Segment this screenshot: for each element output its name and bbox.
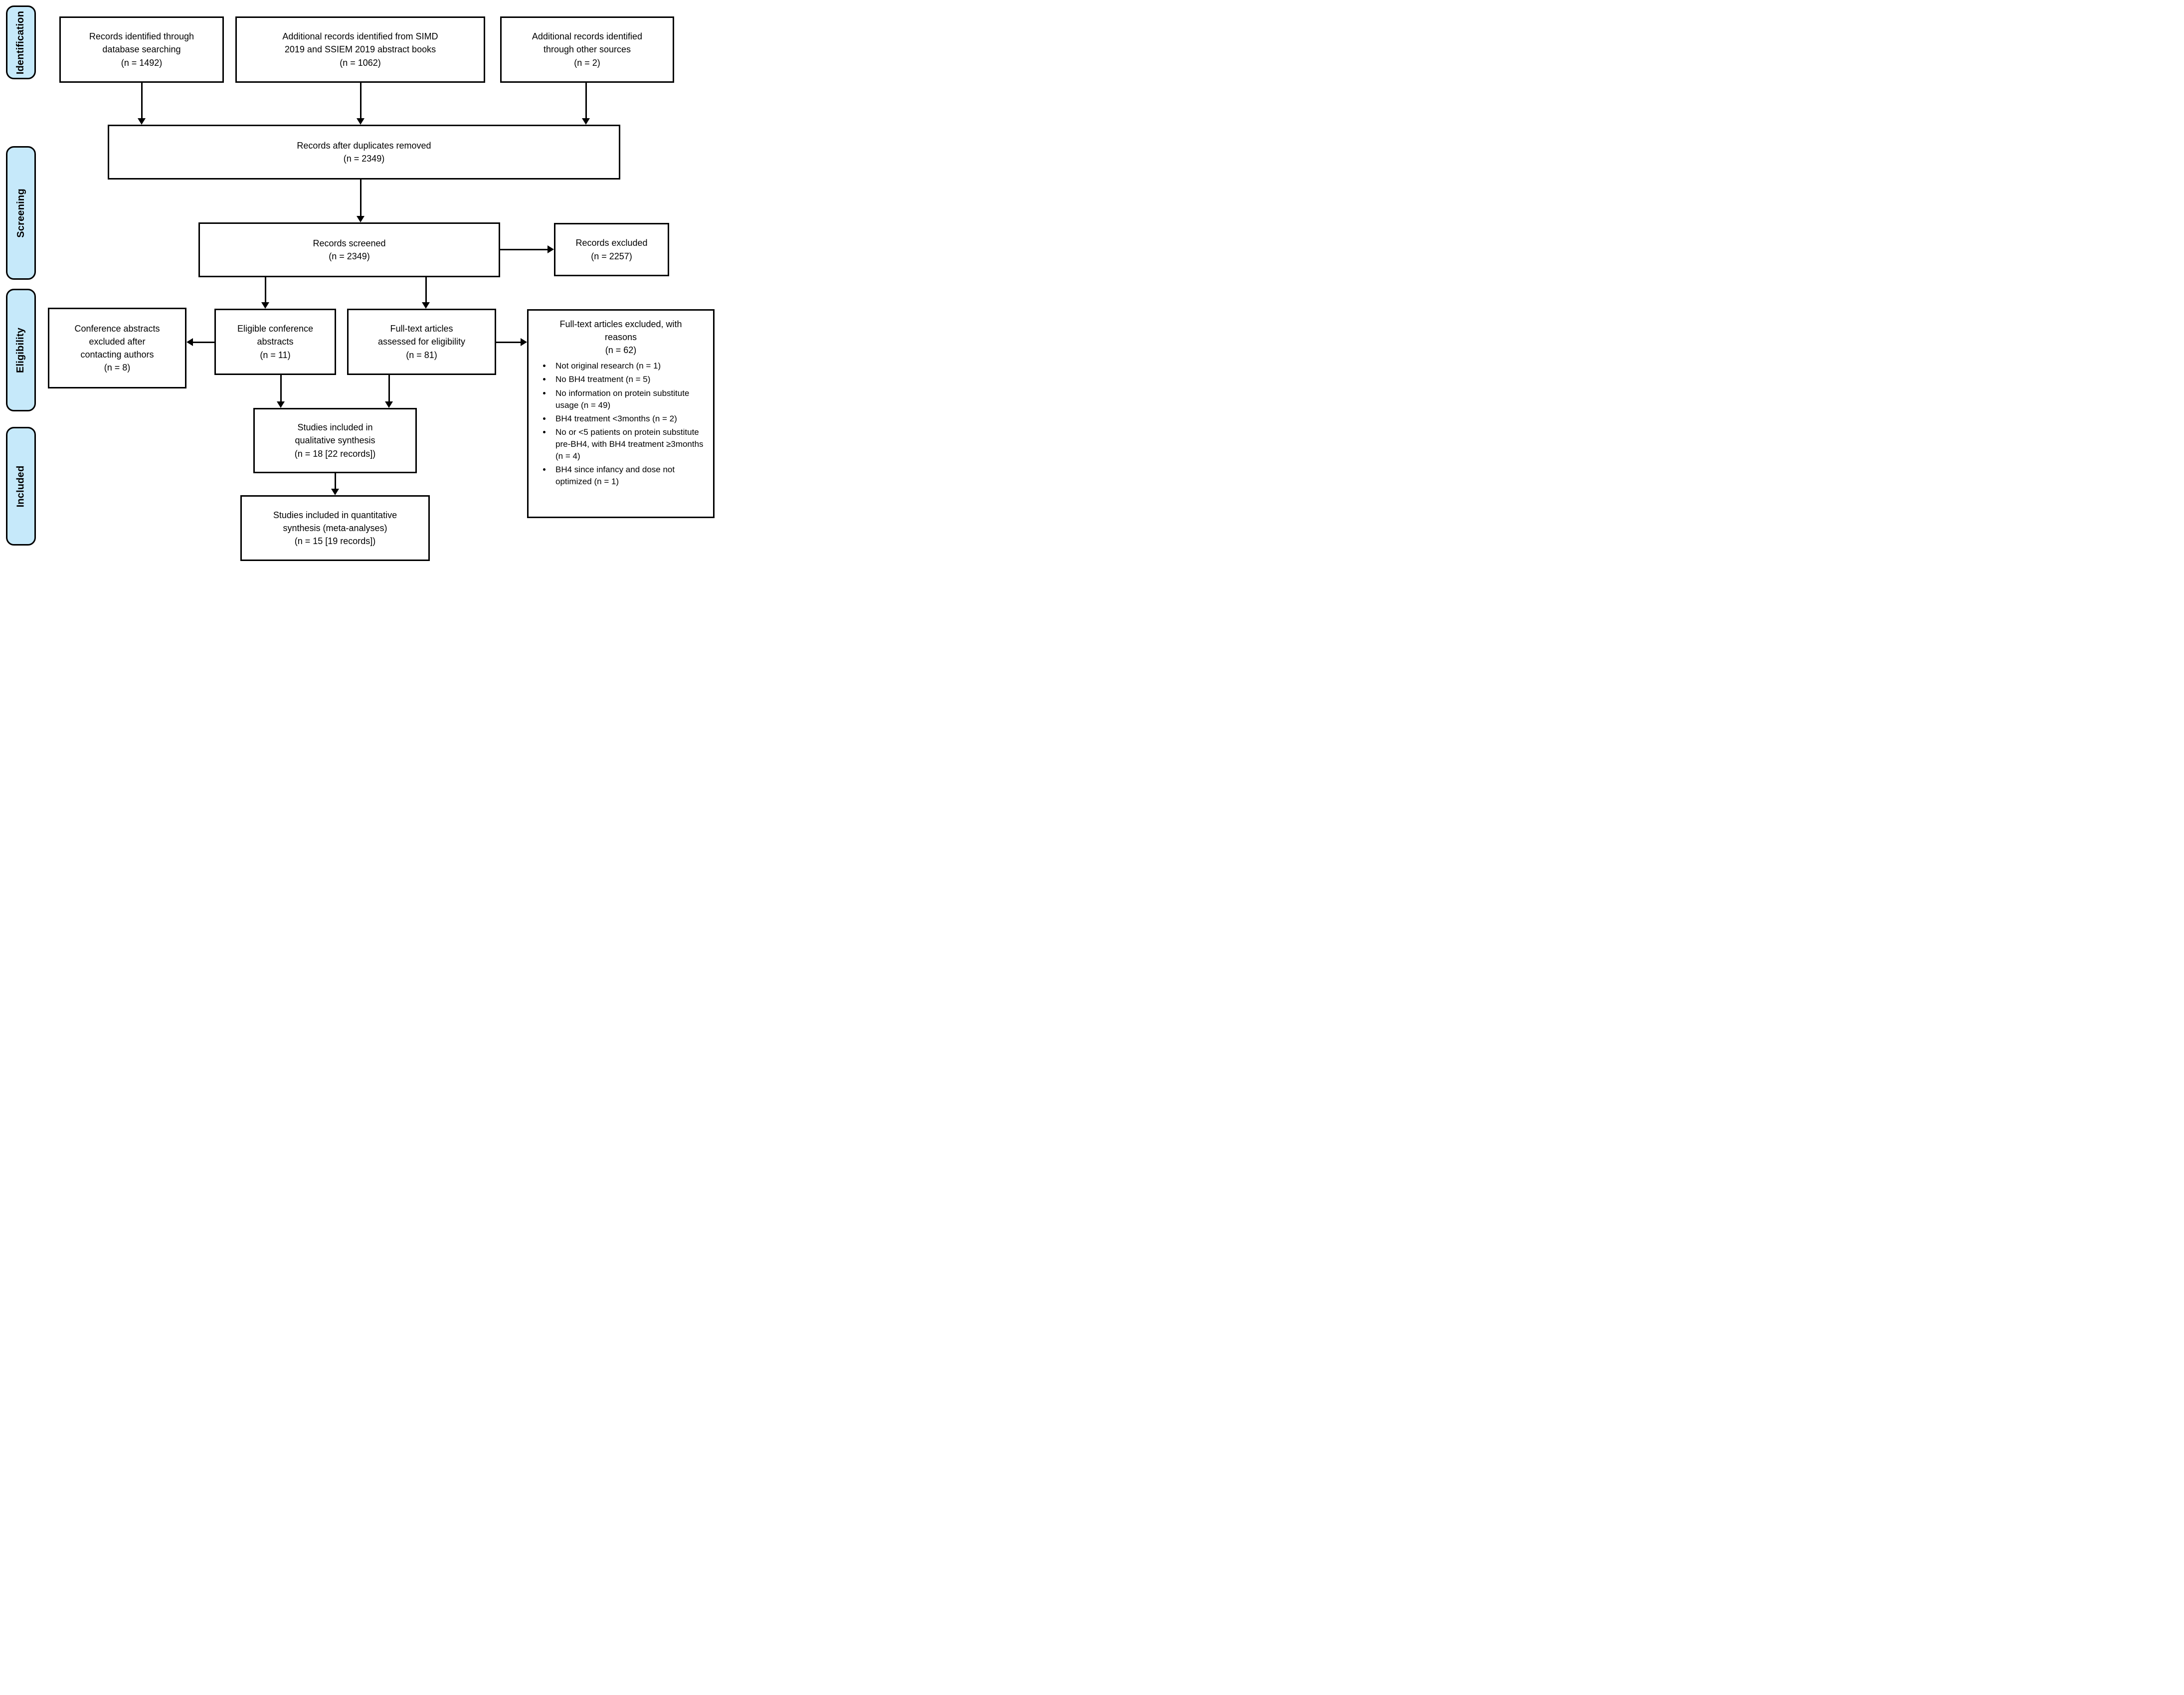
arrow-fulltext-to-ftexcluded-line [496, 342, 521, 343]
box-duplicates-removed-label: Records after duplicates removed [297, 140, 431, 151]
box-eligible-conference-abstracts-label: Eligible conference abstracts [237, 324, 314, 347]
box-conference-abstracts-excluded: Conference abstracts excluded after cont… [48, 308, 186, 388]
box-records-excluded: Records excluded (n = 2257) [554, 223, 669, 276]
stage-included-label: Included [15, 465, 26, 507]
stage-eligibility-label: Eligibility [15, 327, 26, 373]
arrow-qualitative-to-quantitative-line [335, 473, 336, 489]
exclusion-reason-item: Not original research (n = 1) [551, 360, 706, 372]
arrow-simd-to-duplicates-head [357, 118, 364, 125]
arrow-other-to-duplicates-line [585, 83, 587, 118]
box-additional-records-other: Additional records identified through ot… [500, 16, 674, 83]
arrow-screened-to-eligible-head [261, 302, 269, 309]
arrow-identified-to-duplicates-line [141, 83, 143, 118]
exclusion-reason-item: BH4 treatment <3months (n = 2) [551, 413, 706, 425]
box-qualitative-synthesis-count: (n = 18 [22 records]) [294, 448, 376, 459]
box-full-text-excluded-label: Full-text articles excluded, with reason… [559, 319, 682, 343]
box-additional-records-other-label: Additional records identified through ot… [532, 31, 643, 55]
prisma-flow-diagram: Identification Screening Eligibility Inc… [0, 0, 724, 562]
box-records-excluded-label: Records excluded [575, 238, 648, 248]
box-conference-abstracts-excluded-label: Conference abstracts excluded after cont… [74, 323, 160, 360]
box-duplicates-removed-count: (n = 2349) [343, 154, 385, 164]
box-full-text-assessed-label: Full-text articles assessed for eligibil… [377, 324, 466, 347]
arrow-screened-to-excluded-head [547, 245, 554, 253]
box-quantitative-synthesis-label: Studies included in quantitative synthes… [273, 510, 397, 533]
box-qualitative-synthesis-label: Studies included in qualitative synthesi… [295, 422, 375, 446]
arrow-fulltext-to-ftexcluded-head [521, 338, 527, 346]
arrow-fulltext-to-qualitative-head [385, 401, 393, 408]
arrow-duplicates-to-screened-head [357, 216, 364, 222]
box-records-screened-label: Records screened [313, 238, 386, 248]
box-records-identified: Records identified through database sear… [59, 16, 224, 83]
box-records-screened-count: (n = 2349) [329, 251, 370, 261]
stage-screening: Screening [6, 146, 36, 280]
arrow-fulltext-to-qualitative-line [388, 375, 390, 401]
box-additional-records-simd-count: (n = 1062) [340, 57, 381, 68]
arrow-identified-to-duplicates-head [138, 118, 146, 125]
arrow-eligible-to-confexcluded-line [193, 342, 214, 343]
box-full-text-assessed: Full-text articles assessed for eligibil… [347, 309, 496, 375]
box-records-screened: Records screened (n = 2349) [198, 222, 500, 277]
arrow-other-to-duplicates-head [582, 118, 590, 125]
exclusion-reason-item: No or <5 patients on protein substitute … [551, 426, 706, 462]
arrow-simd-to-duplicates-line [360, 83, 362, 118]
exclusion-reason-item: BH4 since infancy and dose not optimized… [551, 464, 706, 488]
box-additional-records-simd-label: Additional records identified from SIMD … [282, 31, 438, 55]
box-additional-records-other-count: (n = 2) [574, 57, 600, 68]
exclusion-reasons-list: Not original research (n = 1) No BH4 tre… [534, 359, 708, 489]
exclusion-reason-item: No BH4 treatment (n = 5) [551, 374, 706, 385]
stage-identification: Identification [6, 5, 36, 79]
box-eligible-conference-abstracts: Eligible conference abstracts (n = 11) [214, 309, 336, 375]
box-additional-records-simd: Additional records identified from SIMD … [235, 16, 485, 83]
stage-included: Included [6, 427, 36, 546]
arrow-eligible-to-qualitative-head [277, 401, 285, 408]
arrow-qualitative-to-quantitative-head [331, 489, 339, 495]
stage-screening-label: Screening [15, 188, 26, 238]
box-conference-abstracts-excluded-count: (n = 8) [104, 363, 131, 373]
stage-identification-label: Identification [15, 10, 26, 74]
box-full-text-excluded-count: (n = 62) [605, 345, 637, 356]
arrow-screened-to-excluded-line [500, 249, 547, 250]
arrow-screened-to-eligible-line [265, 277, 266, 302]
box-duplicates-removed: Records after duplicates removed (n = 23… [108, 125, 620, 180]
arrow-eligible-to-qualitative-line [280, 375, 282, 401]
arrow-screened-to-fulltext-line [425, 277, 427, 302]
box-full-text-excluded: Full-text articles excluded, with reason… [527, 309, 715, 518]
box-eligible-conference-abstracts-count: (n = 11) [260, 350, 291, 360]
box-records-identified-count: (n = 1492) [121, 57, 163, 68]
arrow-eligible-to-confexcluded-head [186, 338, 193, 346]
exclusion-reason-item: No information on protein substitute usa… [551, 387, 706, 411]
box-quantitative-synthesis: Studies included in quantitative synthes… [240, 495, 430, 561]
arrow-screened-to-fulltext-head [422, 302, 430, 309]
box-quantitative-synthesis-count: (n = 15 [19 records]) [294, 536, 376, 547]
box-qualitative-synthesis: Studies included in qualitative synthesi… [253, 408, 417, 473]
stage-eligibility: Eligibility [6, 289, 36, 411]
box-records-excluded-count: (n = 2257) [591, 251, 632, 261]
box-full-text-assessed-count: (n = 81) [406, 350, 437, 360]
box-records-identified-label: Records identified through database sear… [89, 31, 194, 55]
arrow-duplicates-to-screened-line [360, 180, 362, 216]
